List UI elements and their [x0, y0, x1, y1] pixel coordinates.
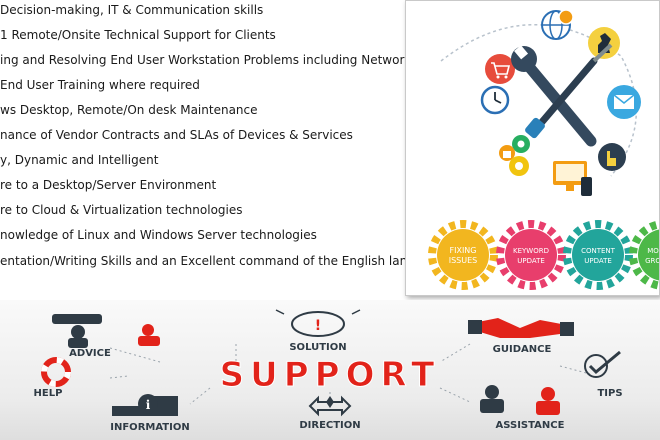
support-banner: SUPPORT ADVICE ! SOLUTION GUIDANCE	[0, 300, 660, 440]
gear-badge-keyword-update: KEYWORD UPDATE	[496, 220, 566, 290]
gear-label: UPDATE	[584, 257, 612, 265]
gear-label: ISSUES	[449, 256, 478, 265]
handshake-icon	[468, 318, 574, 338]
skill-item: re to a Desktop/Server Environment	[0, 178, 217, 192]
life-buoy-icon	[41, 357, 71, 387]
gear-lock-icon	[499, 135, 530, 176]
skill-item: ing and Resolving End User Workstation P…	[0, 53, 405, 67]
label-tips: TIPS	[597, 388, 622, 399]
svg-text:i: i	[146, 398, 151, 412]
skill-item: ws Desktop, Remote/On desk Maintenance	[0, 103, 258, 117]
skill-item: nowledge of Linux and Windows Server tec…	[0, 228, 317, 242]
label-help: HELP	[34, 388, 63, 399]
label-information: INFORMATION	[110, 422, 189, 433]
label-advice: ADVICE	[69, 348, 111, 359]
gear-label: CONTENT	[581, 247, 616, 255]
lightbulb-icon: !	[275, 309, 361, 337]
check-icon	[584, 350, 621, 378]
wrench-screwdriver-icon	[511, 43, 613, 147]
support-word: SUPPORT	[220, 355, 441, 395]
gear-label: KEYWORD	[513, 247, 549, 255]
skill-item: y, Dynamic and Intelligent	[0, 153, 159, 167]
computer-icon	[553, 161, 592, 196]
skill-item: entation/Writing Skills and an Excellent…	[0, 254, 405, 268]
direction-arrows-icon	[308, 395, 352, 417]
assistance-people-icon	[480, 385, 560, 415]
clock-icon	[480, 85, 510, 115]
skill-item: re to Cloud & Virtualization technologie…	[0, 203, 243, 217]
label-solution: SOLUTION	[289, 342, 346, 353]
skills-list: Decision-making, IT & Communication skil…	[0, 0, 405, 290]
envelope-icon	[607, 85, 641, 119]
globe-gear-icon	[541, 9, 574, 40]
gear-badge-partial: MO GRO	[629, 220, 659, 290]
skill-item: 1 Remote/Onsite Technical Support for Cl…	[0, 28, 276, 42]
label-assistance: ASSISTANCE	[496, 420, 565, 431]
gear-label: MO	[647, 247, 659, 255]
hand-pointer-icon	[598, 143, 626, 171]
tech-support-illustration: FIXING ISSUES KEYWORD UPDATE CONTENT UPD…	[405, 0, 660, 296]
shopping-cart-icon	[485, 54, 515, 84]
gear-label: FIXING	[450, 246, 477, 255]
label-direction: DIRECTION	[299, 420, 360, 431]
skill-item: nance of Vendor Contracts and SLAs of De…	[0, 128, 353, 142]
connector-lines	[109, 343, 591, 405]
illustration-canvas: FIXING ISSUES KEYWORD UPDATE CONTENT UPD…	[428, 9, 659, 290]
skill-item: End User Training where required	[0, 78, 200, 92]
label-guidance: GUIDANCE	[493, 344, 552, 355]
gear-label: GRO	[645, 257, 659, 265]
gear-badge-fixing-issues: FIXING ISSUES	[428, 220, 498, 290]
support-canvas: SUPPORT ADVICE ! SOLUTION GUIDANCE	[34, 309, 623, 433]
gear-badge-content-update: CONTENT UPDATE	[563, 220, 633, 290]
info-icon: i	[112, 394, 178, 416]
svg-text:!: !	[315, 318, 321, 334]
skill-item: Decision-making, IT & Communication skil…	[0, 3, 264, 17]
gear-label: UPDATE	[517, 257, 545, 265]
people-icon	[52, 314, 160, 348]
